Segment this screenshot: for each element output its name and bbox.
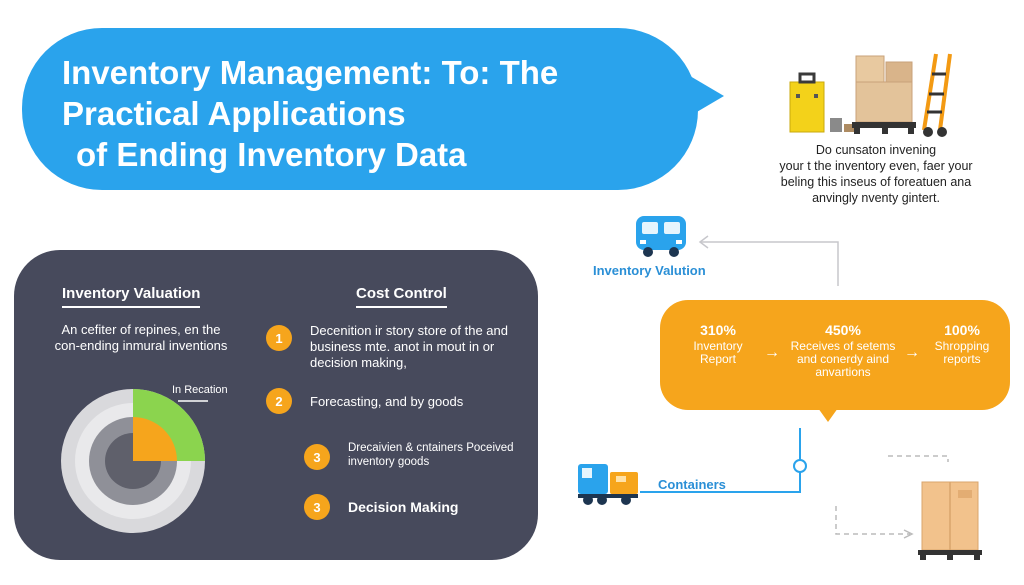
step-badge: 1 [266,325,292,351]
bus-icon [636,216,686,257]
intro-description: Do cunsaton invening your t the inventor… [760,142,992,206]
valuation-description: An cefiter of repines, en the con-ending… [54,322,228,353]
donut-segment-orange [133,417,177,461]
cost-item-text: Drecaivien & cntainers Poceived inventor… [348,442,514,468]
title-line-3: of Ending Inventory Data [76,136,467,173]
stat-inventory-report: 310% Inventory Report [670,322,766,366]
inventory-valuation-label: Inventory Valution [593,263,706,278]
cost-item-text: Decision Making [348,499,459,515]
donut-label-leader [178,400,208,402]
arrow-right-icon: → [764,344,780,361]
stat-value: 450% [825,322,861,338]
title-line-2: Practical Applications [62,95,406,132]
donut-segment-label: In Recation [172,384,228,396]
arrow-right-icon: → [904,344,920,361]
title-bubble [22,28,698,190]
stat-value: 100% [944,322,980,338]
page-title: Inventory Management: To: The Practical … [62,52,682,175]
step-badge: 2 [266,388,292,414]
cost-item-text: Decenition ir story store of the and bus… [310,323,508,370]
intro-line: Do cunsaton invening [815,143,937,157]
valuation-heading: Inventory Valuation [62,285,201,308]
intro-line: your t the inventory even, faer your [779,159,973,173]
containers-label: Containers [658,477,726,492]
stat-label: Shropping reports [934,339,990,366]
intro-line: anvingly nventy gintert. [812,191,940,205]
valuation-donut-chart [61,389,205,533]
step-badge: 3 [304,494,330,520]
title-line-1: Inventory Management: To: The [62,54,559,91]
stat-value: 310% [700,322,736,338]
stats-callout-tail [818,408,838,422]
stat-label: Inventory Report [693,339,743,366]
stat-label: Receives of setems and conerdy aind anva… [790,339,896,379]
delivery-truck-icon [578,464,638,505]
cost-item-text: Forecasting, and by goods [310,394,464,409]
title-bubble-tail [690,76,724,116]
stat-receives: 450% Receives of setems and conerdy aind… [788,322,898,379]
flow-connectors [640,235,949,539]
intro-line: beling this inseus of foreatuen ana [780,175,972,189]
cost-control-heading: Cost Control [356,285,447,308]
warehouse-illustration-icon [789,53,952,137]
stat-shopping-reports: 100% Shropping reports [926,322,998,366]
cardboard-box-icon [918,481,982,560]
stats-callout [660,300,1010,410]
step-badge: 3 [304,444,330,470]
